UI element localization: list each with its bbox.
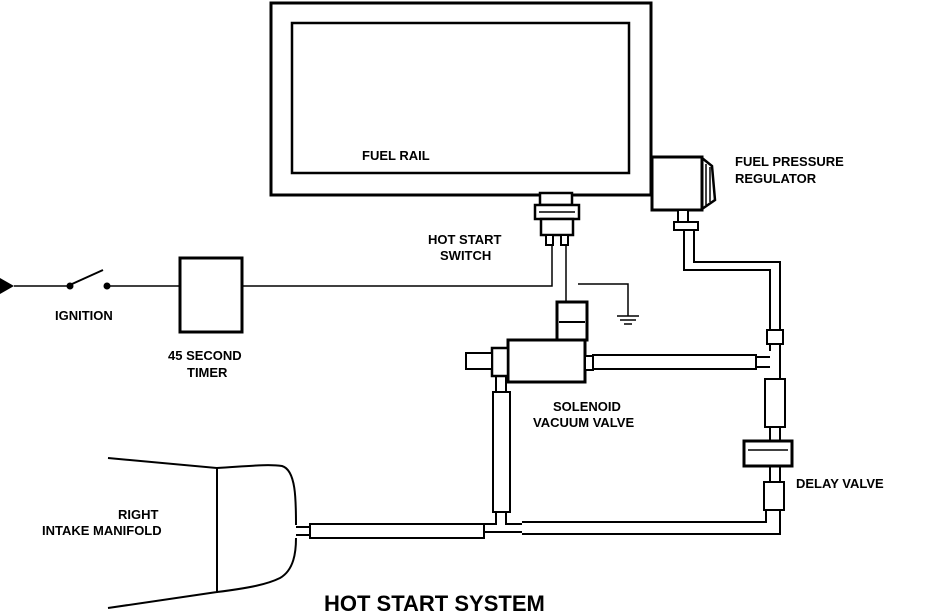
solenoid-vacuum-valve (465, 300, 594, 384)
delay-valve (742, 439, 794, 468)
manifold-label-line1: RIGHT (118, 507, 159, 522)
solenoid-label-line1: SOLENOID (553, 399, 621, 414)
timer-box (178, 256, 244, 334)
ignition-label: IGNITION (55, 308, 113, 323)
timer-label-line2: TIMER (187, 365, 228, 380)
intake-manifold (107, 457, 297, 609)
hot-start-switch (533, 191, 581, 246)
switch-label-line2: SWITCH (440, 248, 491, 263)
fuel-pressure-regulator (650, 155, 717, 212)
ground-icon (617, 315, 639, 325)
fuel-rail-label: FUEL RAIL (362, 148, 430, 163)
wiring (242, 245, 629, 316)
solenoid-label-line2: VACUUM VALVE (533, 415, 634, 430)
switch-label-line1: HOT START (428, 232, 501, 247)
diagram-title: HOT START SYSTEM (324, 591, 545, 616)
fuel-rail (269, 1, 653, 197)
vacuum-hoses (296, 209, 786, 539)
manifold-label-line2: INTAKE MANIFOLD (42, 523, 162, 538)
regulator-label-line2: REGULATOR (735, 171, 817, 186)
regulator-label-line1: FUEL PRESSURE (735, 154, 844, 169)
ignition-switch (0, 269, 180, 294)
timer-label-line1: 45 SECOND (168, 348, 242, 363)
delay-valve-label: DELAY VALVE (796, 476, 884, 491)
